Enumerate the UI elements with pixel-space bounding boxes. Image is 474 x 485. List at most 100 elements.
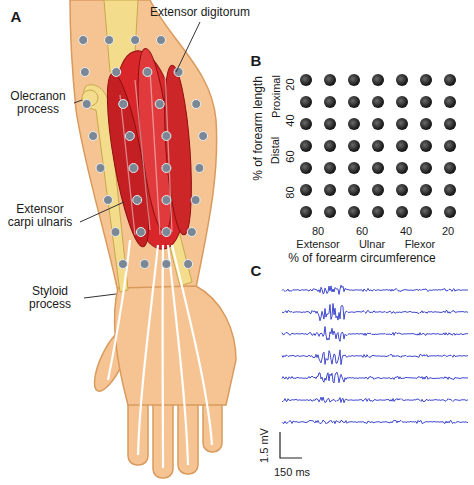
leader-lines (74, 22, 200, 298)
grid-dot (444, 74, 456, 86)
electrode (82, 100, 91, 109)
region-label: Ulnar (359, 238, 385, 251)
panel-letter: C (251, 264, 262, 277)
grid-dot (300, 162, 312, 174)
bone-label: Styloid process (19, 285, 81, 311)
electrode (162, 164, 171, 173)
grid-dot (420, 74, 432, 86)
grid-dot (396, 118, 408, 130)
grid-dot (300, 184, 312, 196)
electrode (155, 100, 164, 109)
forearm-skin (70, 0, 217, 292)
electrode (119, 100, 128, 109)
axis-end-label: Distal (269, 136, 282, 164)
electrode (143, 68, 152, 77)
axis-end-label: Proximal (269, 75, 282, 118)
grid-dot (444, 118, 456, 130)
grid-dot (300, 118, 312, 130)
tick-label: 20 (284, 78, 297, 90)
tick-label: 40 (284, 114, 297, 126)
grid-dot (348, 206, 360, 218)
tick-label: 20 (442, 225, 454, 238)
grid-dot (372, 206, 384, 218)
tick-label: 60 (284, 150, 297, 162)
grid-dot (348, 74, 360, 86)
grid-dot (324, 74, 336, 86)
grid-dot (396, 162, 408, 174)
electrode (140, 260, 149, 269)
electrode (125, 132, 134, 141)
electrode (105, 36, 114, 45)
grid-dot (300, 74, 312, 86)
electrode (111, 228, 120, 237)
emg-trace (282, 304, 468, 321)
grid-dot (324, 96, 336, 108)
grid-dot (348, 184, 360, 196)
grid-dot (420, 206, 432, 218)
electrode (89, 132, 98, 141)
grid-dot (324, 206, 336, 218)
grid-dot (348, 140, 360, 152)
grid-dot (372, 162, 384, 174)
scale-bar (280, 432, 302, 458)
muscle-label: Extensor carpi ulnaris (4, 203, 76, 229)
grid-dot (420, 162, 432, 174)
grid-dot (324, 162, 336, 174)
extensor-muscles (99, 46, 198, 254)
emg-trace (282, 372, 468, 383)
grid-dot (300, 206, 312, 218)
grid-dot (324, 118, 336, 130)
electrode (199, 132, 208, 141)
electrode (79, 36, 88, 45)
electrode-grid (79, 36, 208, 269)
grid-dot (420, 118, 432, 130)
scale-label: 150 ms (274, 466, 310, 479)
electrode (136, 228, 145, 237)
grid-dot (348, 118, 360, 130)
grid-dot (372, 118, 384, 130)
grid-dot (420, 96, 432, 108)
grid-dot (444, 184, 456, 196)
grid-dot (348, 96, 360, 108)
tick-label: 40 (400, 225, 412, 238)
electrode (162, 196, 171, 205)
electrode (195, 164, 204, 173)
emg-trace (282, 420, 468, 424)
grid-dot (372, 184, 384, 196)
panel-letter: B (251, 54, 262, 67)
grid-dot (396, 74, 408, 86)
grid-dot (444, 162, 456, 174)
grid-dot (372, 74, 384, 86)
grid-dot (396, 96, 408, 108)
grid-dot (300, 140, 312, 152)
electrode (162, 228, 171, 237)
grid-dot (444, 206, 456, 218)
muscle-label: Extensor digitorum (150, 6, 250, 19)
emg-trace (282, 397, 468, 403)
electrode (192, 100, 201, 109)
grid-dot (444, 140, 456, 152)
emg-trace (282, 350, 468, 365)
axis-title: % of forearm circumference (288, 252, 435, 265)
tendons (108, 240, 212, 468)
electrode (112, 68, 121, 77)
grid-dot (396, 140, 408, 152)
electrode (162, 260, 171, 269)
electrode (131, 36, 140, 45)
electrode (104, 196, 113, 205)
grid-dot (372, 140, 384, 152)
electrode (184, 260, 193, 269)
electrode (191, 196, 200, 205)
grid-dot (348, 162, 360, 174)
electrode (187, 228, 196, 237)
grid-dot (372, 96, 384, 108)
electrode (162, 132, 171, 141)
axis-title: % of forearm length (251, 76, 264, 181)
electrode (129, 164, 138, 173)
tick-label: 80 (312, 225, 324, 238)
grid-dot (420, 184, 432, 196)
scale-label: 1.5 mV (258, 428, 271, 463)
electrode (96, 164, 105, 173)
muscle-fibres (120, 70, 172, 235)
